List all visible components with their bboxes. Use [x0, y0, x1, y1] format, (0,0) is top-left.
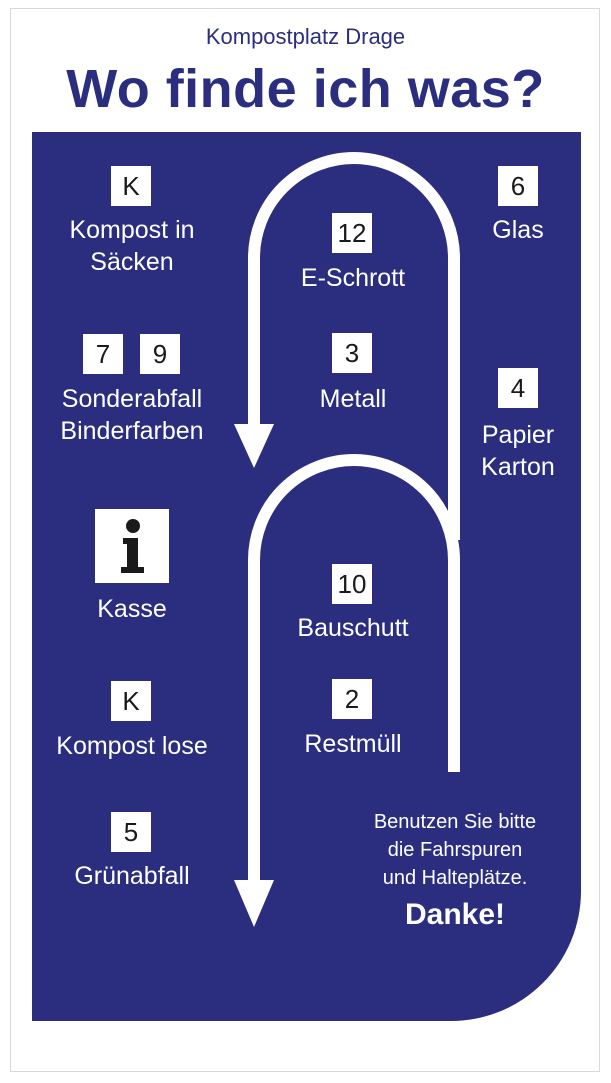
code-badge-3: 3	[332, 333, 372, 373]
label-metall: Metall	[319, 385, 387, 413]
code-badge-9: 9	[140, 334, 180, 374]
lower-lane-arrowhead	[234, 880, 274, 927]
info-icon	[95, 509, 169, 583]
label-e-schrott: E-Schrott	[300, 264, 406, 292]
thanks-text: Danke!	[404, 898, 506, 931]
note-line: Benutzen Sie bitte	[373, 811, 537, 833]
label-line: Säcken	[90, 248, 174, 276]
code-badge-12: 12	[332, 213, 372, 253]
label-restmuell: Restmüll	[304, 730, 402, 758]
note-line: und Halteplätze.	[382, 867, 528, 889]
code-badge-4: 4	[498, 368, 538, 408]
code-badge-5: 5	[111, 812, 151, 852]
code-badge-2: 2	[332, 679, 372, 719]
label-kompost-lose: Kompost lose	[56, 732, 208, 760]
code-badge-k-lose: K	[111, 681, 151, 721]
sign-frame	[10, 8, 600, 1072]
code-badge-10: 10	[332, 564, 372, 604]
label-gruenabfall: Grünabfall	[74, 862, 190, 890]
lower-lane-path	[248, 454, 460, 895]
note-line: die Fahrspuren	[387, 839, 523, 861]
label-kompost-in-saecken: Kompost in Säcken	[40, 214, 224, 278]
label-line: Kompost in	[69, 216, 195, 244]
upper-lane-path	[248, 152, 460, 540]
label-line: Karton	[481, 453, 555, 481]
label-glas: Glas	[492, 216, 544, 244]
code-badge-k-saecke: K	[111, 166, 151, 206]
code-badge-7: 7	[83, 334, 123, 374]
label-line: Sonderabfall	[61, 385, 203, 413]
label-line: Papier	[481, 421, 555, 449]
label-papier-karton: Papier Karton	[466, 419, 570, 483]
page-subtitle: Kompostplatz Drage	[205, 24, 406, 49]
lane-note: Benutzen Sie bitte die Fahrspuren und Ha…	[355, 808, 555, 892]
label-sonderabfall: Sonderabfall Binderfarben	[40, 383, 224, 447]
page-title: Wo finde ich was?	[66, 59, 545, 119]
label-bauschutt: Bauschutt	[297, 614, 409, 642]
upper-lane-arrowhead	[234, 424, 274, 468]
label-line: Binderfarben	[60, 417, 204, 445]
label-kasse: Kasse	[97, 595, 167, 623]
code-badge-6: 6	[498, 166, 538, 206]
